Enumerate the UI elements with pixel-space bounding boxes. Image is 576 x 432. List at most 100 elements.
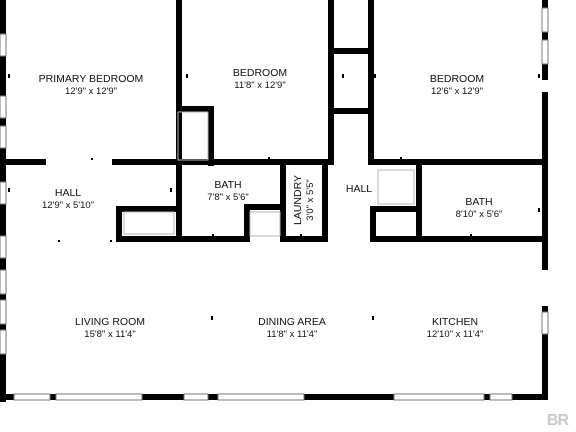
door-outline-bath1-notch	[249, 211, 281, 237]
room-name: BEDROOM	[233, 67, 287, 79]
room-name: BATH	[214, 179, 241, 191]
room-dimensions: 12'6" x 12'9"	[431, 86, 483, 97]
windows	[0, 7, 549, 401]
room-hall-1: HALL 12'9" x 5'10"	[42, 187, 94, 211]
window-left-3	[0, 125, 7, 149]
wall-bedrooms-bottom-mid	[112, 159, 328, 165]
wall-bedroom2-right	[328, 0, 334, 165]
window-left-4	[0, 181, 7, 205]
window-bottom-2	[55, 393, 143, 401]
room-name: KITCHEN	[432, 316, 478, 328]
room-dimensions: 8'10" x 5'6"	[456, 209, 503, 220]
wall-laundry-bottom	[280, 236, 328, 242]
tick	[212, 234, 214, 236]
window-left-7	[0, 299, 7, 325]
wall-hall1-closet-top	[116, 206, 178, 212]
tick	[186, 74, 188, 78]
door-outline-hall1-closet	[123, 211, 175, 235]
tick	[374, 74, 376, 78]
wall-bedroom2-closet-side	[208, 106, 214, 166]
tick	[400, 157, 402, 159]
tick	[300, 234, 302, 236]
window-bottom-4	[217, 393, 305, 401]
tick	[470, 234, 472, 236]
room-bath-2: BATH 8'10" x 5'6"	[456, 196, 503, 220]
room-dimensions: 12'9" x 12'9"	[65, 86, 117, 97]
wall-right-exterior-mid	[542, 92, 548, 270]
room-kitchen: KITCHEN 12'10" x 11'4"	[427, 316, 484, 340]
tick	[8, 74, 10, 78]
room-name: HALL	[346, 183, 372, 195]
room-primary-bedroom: PRIMARY BEDROOM 12'9" x 12'9"	[39, 73, 144, 97]
window-bottom-5	[393, 393, 485, 401]
wall-bedroom2-closet-top	[176, 106, 214, 112]
window-left-6	[0, 269, 7, 295]
tick	[372, 316, 374, 320]
window-right-3	[541, 311, 549, 335]
window-left-1	[0, 33, 7, 57]
room-dimensions: 3'0" x 5'5"	[305, 179, 316, 221]
room-dimensions: 11'8" x 11'4"	[267, 329, 318, 340]
door-gaps	[123, 111, 415, 237]
wall-bath1-bottom-notch	[244, 204, 250, 242]
wall-bedrooms-bottom-left	[0, 159, 46, 165]
door-outline-bath2-closet	[377, 169, 415, 205]
wall-laundry-right	[322, 165, 328, 241]
wall-bath2-divider	[416, 165, 422, 241]
wall-bath2-bottom	[370, 236, 548, 242]
room-dimensions: 12'10" x 11'4"	[427, 329, 484, 340]
tick	[8, 188, 10, 192]
room-name: DINING AREA	[258, 316, 326, 328]
room-living-room: LIVING ROOM 15'8" x 11'4"	[75, 316, 145, 340]
window-left-2	[0, 95, 7, 119]
watermark-logo: BR	[546, 412, 569, 429]
dimension-ticks	[8, 74, 540, 320]
room-name: LAUNDRY	[292, 175, 304, 225]
room-dimensions: 12'9" x 5'10"	[42, 200, 94, 211]
room-laundry: LAUNDRY 3'0" x 5'5"	[292, 175, 316, 225]
room-dimensions: 15'8" x 11'4"	[84, 329, 135, 340]
room-name: PRIMARY BEDROOM	[39, 73, 144, 85]
window-bottom-3	[183, 393, 209, 401]
window-left-8	[0, 329, 7, 355]
wall-bath1-right	[280, 165, 286, 241]
wall-closet-ledge	[334, 48, 368, 54]
tick	[91, 158, 93, 160]
window-left-5	[0, 235, 7, 259]
room-bedroom-3: BEDROOM 12'6" x 12'9"	[430, 73, 484, 97]
room-dimensions: 7'8" x 5'6"	[207, 192, 249, 203]
room-name: BATH	[465, 196, 492, 208]
wall-primary-bedroom-right	[176, 0, 182, 165]
room-name: HALL	[55, 187, 81, 199]
room-labels: PRIMARY BEDROOM 12'9" x 12'9" BEDROOM 11…	[39, 67, 503, 340]
window-bottom-6	[489, 393, 513, 401]
window-right-1	[541, 7, 549, 33]
wall-right-exterior-lower	[542, 306, 548, 394]
wall-bath1-left	[176, 165, 182, 241]
room-bath-1: BATH 7'8" x 5'6"	[207, 179, 249, 203]
door-outline-primary-bedroom	[177, 111, 209, 161]
tick	[538, 208, 540, 212]
room-dimensions: 11'8" x 12'9"	[234, 80, 285, 91]
room-name: LIVING ROOM	[75, 316, 145, 328]
tick	[110, 240, 112, 242]
window-right-2	[541, 39, 549, 65]
tick	[170, 188, 172, 192]
room-bedroom-2: BEDROOM 11'8" x 12'9"	[233, 67, 287, 91]
tick	[268, 157, 270, 159]
tick	[342, 74, 344, 78]
wall-bath2-left	[370, 206, 376, 242]
wall-bath1-bottom-right	[244, 204, 286, 210]
tick	[211, 316, 213, 320]
window-bottom-1	[13, 393, 51, 401]
wall-hall1-closet-left	[116, 206, 122, 242]
wall-hall1-closet-bottom	[116, 236, 244, 242]
tick	[58, 240, 60, 242]
wall-bath2-closet-top	[370, 206, 422, 212]
tick	[538, 74, 540, 78]
room-dining-area: DINING AREA 11'8" x 11'4"	[258, 316, 326, 340]
room-hall-2: HALL	[346, 183, 372, 195]
wall-bedrooms-bottom-right	[374, 159, 548, 165]
room-name: BEDROOM	[430, 73, 484, 85]
